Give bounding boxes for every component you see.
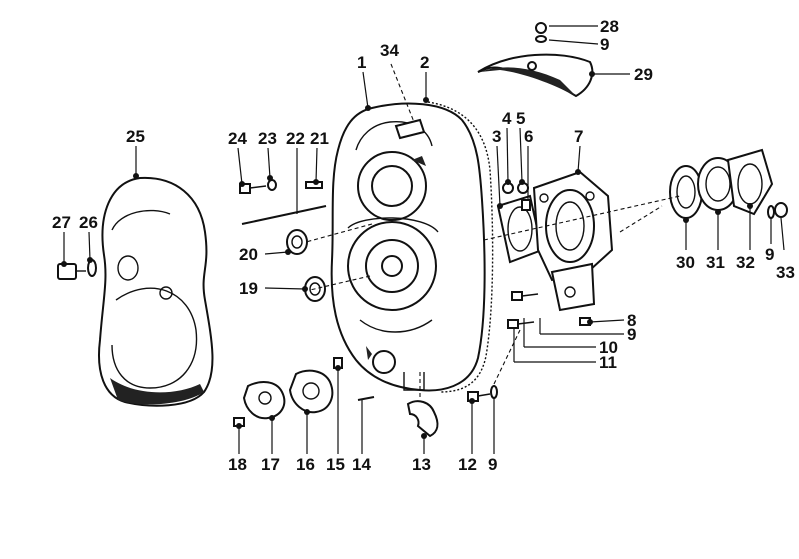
washer-part-9-bottom bbox=[490, 385, 498, 399]
breather-hose-part-13 bbox=[406, 400, 439, 438]
callout-31: 31 bbox=[706, 253, 725, 272]
callout-28: 28 bbox=[600, 17, 619, 36]
callout-5: 5 bbox=[516, 109, 525, 128]
callout-21: 21 bbox=[310, 129, 329, 148]
callout-29: 29 bbox=[634, 65, 653, 84]
cover-gasket-part-2 bbox=[427, 101, 494, 393]
callout-23: 23 bbox=[258, 129, 277, 148]
callout-12: 12 bbox=[458, 455, 477, 474]
callout-19: 19 bbox=[239, 279, 258, 298]
callout-26: 26 bbox=[79, 213, 98, 232]
callout-25: 25 bbox=[126, 127, 145, 146]
callout-8: 8 bbox=[627, 311, 636, 330]
callout-11: 11 bbox=[599, 353, 617, 372]
crankcase-housing-part-1 bbox=[330, 102, 486, 392]
callout-20: 20 bbox=[239, 245, 258, 264]
callout-7: 7 bbox=[574, 127, 583, 146]
washer-part-23 bbox=[267, 179, 277, 191]
pin-part-14 bbox=[357, 396, 375, 401]
callout-9-bottom: 9 bbox=[488, 455, 497, 474]
callout-15: 15 bbox=[326, 455, 345, 474]
callout-9-right: 9 bbox=[765, 245, 774, 264]
washer-part-9-top bbox=[535, 35, 547, 43]
callout-14: 14 bbox=[352, 455, 371, 474]
collar-part-31 bbox=[697, 157, 739, 211]
callout-30: 30 bbox=[676, 253, 695, 272]
leader-dots bbox=[61, 71, 753, 439]
callout-9-mid: 9 bbox=[627, 325, 636, 344]
callout-27: 27 bbox=[52, 213, 71, 232]
outer-cover-part-25 bbox=[98, 176, 214, 407]
callout-18: 18 bbox=[228, 455, 247, 474]
bolt-part-10 bbox=[511, 291, 539, 301]
callout-33: 33 bbox=[776, 263, 795, 282]
callout-4: 4 bbox=[502, 109, 512, 128]
callout-2: 2 bbox=[420, 53, 429, 72]
bearing-housing-part-7 bbox=[532, 170, 614, 312]
stud-part-6 bbox=[521, 199, 531, 211]
gasket-part-16 bbox=[288, 369, 334, 414]
callout-3: 3 bbox=[492, 127, 501, 146]
callout-1: 1 bbox=[357, 53, 366, 72]
sight-slot-part-34 bbox=[394, 118, 426, 140]
callout-13: 13 bbox=[412, 455, 431, 474]
seal-ring-part-30 bbox=[669, 165, 703, 219]
callout-labels: 1 34 2 28 9 29 25 24 23 22 21 4 5 3 6 7 … bbox=[52, 17, 795, 474]
callout-16: 16 bbox=[296, 455, 315, 474]
washer-part-9-right bbox=[767, 205, 775, 219]
callout-32: 32 bbox=[736, 253, 755, 272]
callout-17: 17 bbox=[261, 455, 280, 474]
callout-10: 10 bbox=[599, 338, 618, 357]
cover-plate-part-17 bbox=[242, 381, 286, 420]
bolt-part-11 bbox=[507, 319, 535, 329]
nut-part-28 bbox=[535, 22, 547, 34]
callout-6: 6 bbox=[524, 127, 533, 146]
callout-24: 24 bbox=[228, 129, 247, 148]
stud-part-22 bbox=[241, 205, 327, 225]
callout-34: 34 bbox=[380, 41, 399, 60]
leader-lines bbox=[63, 25, 785, 454]
top-guard-part-29 bbox=[477, 53, 594, 98]
flange-housing-part-32 bbox=[726, 148, 774, 216]
callout-9-top: 9 bbox=[600, 35, 609, 54]
seal-part-20 bbox=[286, 229, 308, 255]
nut-part-33 bbox=[774, 202, 788, 218]
callout-22: 22 bbox=[286, 129, 305, 148]
